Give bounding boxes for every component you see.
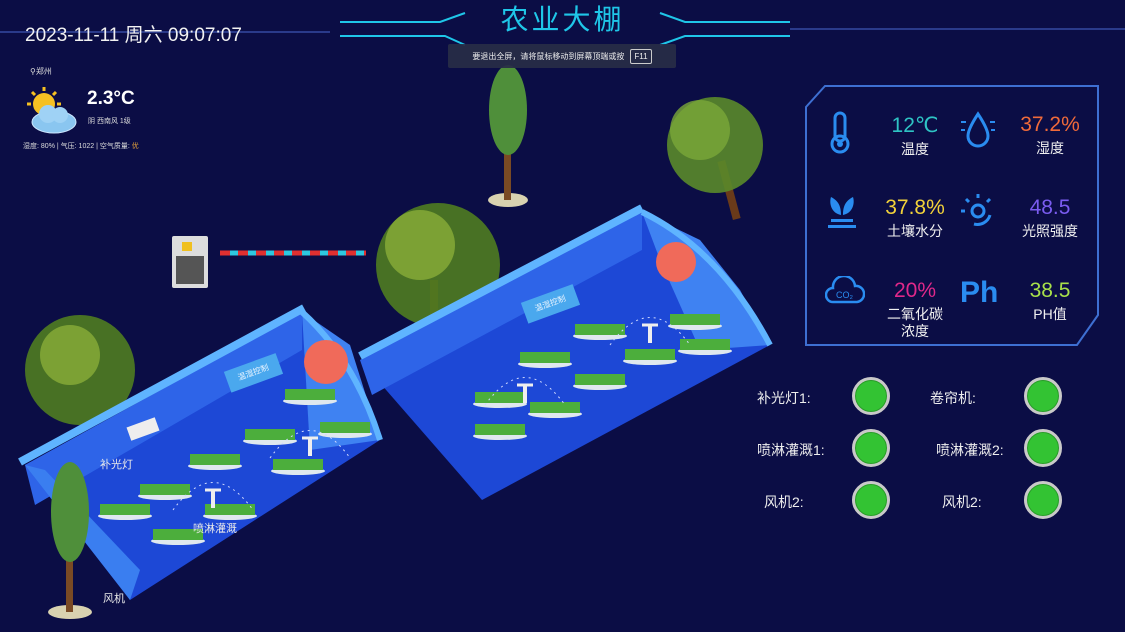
- sensor-label: 湿度: [1036, 140, 1064, 156]
- header-decoration: [0, 12, 1125, 46]
- pressure-label: 气压:: [60, 143, 77, 150]
- sensor-value: 20%: [893, 279, 937, 302]
- weather-details: 湿度: 80% | 气压: 1022 | 空气质量: 优: [23, 143, 139, 150]
- device-label: 风机2:: [764, 494, 804, 510]
- sensor-reading: 48.5 光照强度: [1005, 196, 1095, 240]
- svg-text:CO₂: CO₂: [836, 290, 854, 300]
- ph-icon: Ph: [960, 276, 999, 309]
- weather-condition: 阴 西南风 1级: [88, 118, 131, 125]
- plant-bed: [518, 352, 572, 368]
- page-title: 农业大棚: [500, 4, 625, 35]
- sensor-label: 土壤水分: [887, 223, 943, 239]
- sensor-label: 二氧化碳浓度: [887, 306, 943, 339]
- plant-bed: [203, 504, 257, 520]
- plant-bed: [528, 402, 582, 418]
- device-label: 卷帘机:: [930, 390, 976, 406]
- plant-bed: [188, 454, 242, 470]
- scene-label-fan: 风机: [103, 593, 125, 605]
- partly-cloudy-icon: [27, 87, 77, 134]
- air-value: 优: [131, 143, 139, 150]
- sensor-reading: 37.8% 土壤水分: [870, 196, 960, 240]
- co2-cloud-icon: CO₂: [824, 274, 866, 311]
- city-name: 郑州: [35, 67, 52, 76]
- pressure-value: 1022: [78, 143, 95, 150]
- sensor-value: 38.5: [1029, 279, 1071, 302]
- sensor-value: 37.2%: [1020, 113, 1080, 136]
- sprinkler-icon: [609, 317, 691, 346]
- greenhouse-sign: [520, 284, 581, 324]
- device-status-indicator[interactable]: [1024, 481, 1062, 519]
- sun-icon: [960, 193, 996, 234]
- sensor-value: 37.8%: [885, 196, 945, 219]
- fan-icon: [656, 242, 696, 282]
- tree-icon: [25, 315, 135, 425]
- sensor-panel: 12℃ 温度 37.2% 湿度 37.8% 土壤水分 48.5 光照强度 CO₂ 20% 二氧化碳浓…: [805, 85, 1099, 346]
- thermometer-icon: [825, 110, 855, 159]
- toast-text: 要退出全屏，请将鼠标移动到屏幕顶端或按: [472, 51, 625, 61]
- plant-bed: [473, 392, 527, 408]
- plant-bed: [283, 389, 337, 405]
- sprinkler-icon: [484, 377, 566, 406]
- plant-bed: [623, 349, 677, 365]
- device-status-indicator[interactable]: [852, 377, 890, 415]
- weather-temperature: 2.3°C: [87, 88, 135, 109]
- sensor-value: 48.5: [1029, 196, 1071, 219]
- sensor-reading: 12℃ 温度: [870, 113, 960, 158]
- device-status-indicator[interactable]: [1024, 429, 1062, 467]
- weather-city: ⚲郑州: [30, 66, 52, 77]
- device-status-indicator[interactable]: [1024, 377, 1062, 415]
- grow-light-icon: [126, 417, 160, 441]
- location-icon: ⚲: [30, 67, 36, 76]
- device-label: 喷淋灌溉1:: [757, 442, 825, 458]
- control-cabinet-icon: [172, 236, 208, 288]
- scene-label-light: 补光灯: [100, 459, 133, 471]
- fullscreen-toast: 要退出全屏，请将鼠标移动到屏幕顶端或按 F11: [448, 44, 676, 68]
- sensor-reading: 20% 二氧化碳浓度: [870, 279, 960, 340]
- datetime: 2023-11-11 周六 09:07:07: [25, 25, 242, 46]
- air-label: 空气质量:: [99, 143, 130, 150]
- plant-icon: [825, 193, 859, 236]
- device-status-indicator[interactable]: [852, 429, 890, 467]
- plant-bed: [473, 424, 527, 440]
- device-label: 喷淋灌溉2:: [936, 442, 1004, 458]
- toast-key: F11: [630, 48, 652, 64]
- water-drop-icon: [960, 110, 996, 155]
- plant-bed: [668, 314, 722, 330]
- panel-frame: [805, 85, 1099, 346]
- plant-bed: [318, 422, 372, 438]
- plant-bed: [573, 324, 627, 340]
- sprinkler-icon: [269, 430, 351, 459]
- sensor-label: 光照强度: [1022, 223, 1078, 239]
- plant-bed: [573, 374, 627, 390]
- plant-bed: [98, 504, 152, 520]
- sprinkler-icon: [172, 482, 254, 511]
- tree-icon: [667, 97, 763, 221]
- sensor-label: PH值: [1033, 306, 1067, 322]
- plant-bed: [151, 529, 205, 545]
- plant-bed: [678, 339, 732, 355]
- plant-bed: [243, 429, 297, 445]
- plant-bed: [138, 484, 192, 500]
- tree-icon: [48, 462, 92, 619]
- humidity-value: 80%: [40, 143, 55, 150]
- greenhouse-sign: [223, 353, 284, 393]
- fan-icon: [304, 340, 348, 384]
- tree-icon: [488, 65, 528, 207]
- greenhouse-scene: [18, 65, 773, 619]
- sensor-reading: 37.2% 湿度: [1005, 113, 1095, 157]
- device-label: 风机2:: [942, 494, 982, 510]
- device-label: 补光灯1:: [757, 390, 811, 406]
- plant-bed: [271, 459, 325, 475]
- sensor-label: 温度: [901, 141, 929, 157]
- humidity-label: 湿度:: [23, 143, 39, 150]
- sensor-value: 12℃: [891, 114, 939, 137]
- device-status-indicator[interactable]: [852, 481, 890, 519]
- scene-label-sprinkler: 喷淋灌溉: [193, 523, 237, 535]
